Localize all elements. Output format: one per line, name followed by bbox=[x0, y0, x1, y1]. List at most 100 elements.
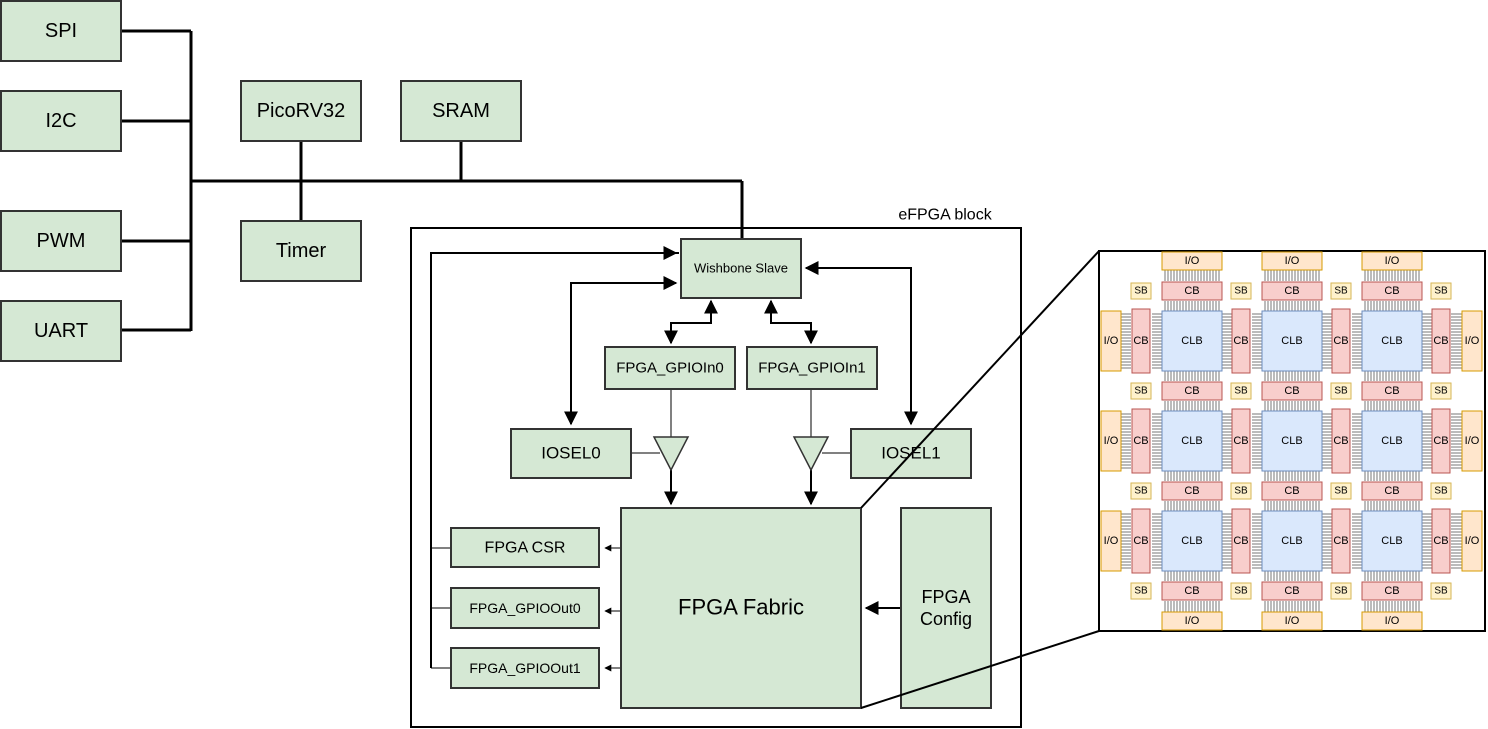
cb-tile bbox=[1261, 481, 1323, 501]
io-label: I/O bbox=[1465, 335, 1480, 347]
sb-tile bbox=[1230, 582, 1252, 600]
clb-tile bbox=[1361, 310, 1423, 372]
clb-label: CLB bbox=[1181, 335, 1202, 347]
cpu-block: PicoRV32 bbox=[240, 80, 362, 142]
gpio-in1-label: FPGA_GPIOIn1 bbox=[758, 360, 866, 377]
pwm-label: PWM bbox=[37, 230, 86, 252]
io-label: I/O bbox=[1285, 615, 1300, 627]
cb-tile bbox=[1331, 308, 1351, 374]
cb-tile bbox=[1361, 281, 1423, 301]
sb-tile bbox=[1430, 482, 1452, 500]
cb-tile bbox=[1331, 408, 1351, 474]
fabric-label: FPGA Fabric bbox=[678, 595, 804, 620]
sb-label: SB bbox=[1234, 286, 1248, 297]
cb-label: CB bbox=[1133, 335, 1148, 347]
cb-tile bbox=[1161, 481, 1223, 501]
cb-label: CB bbox=[1433, 335, 1448, 347]
io-pad bbox=[1100, 410, 1122, 472]
sb-tile bbox=[1130, 282, 1152, 300]
clb-tile bbox=[1161, 410, 1223, 472]
sb-label: SB bbox=[1434, 386, 1448, 397]
config-label-line1: FPGA bbox=[921, 587, 970, 607]
sb-tile bbox=[1230, 482, 1252, 500]
efpga-wiring bbox=[430, 246, 918, 672]
cb-label: CB bbox=[1333, 335, 1348, 347]
cb-label: CB bbox=[1433, 435, 1448, 447]
spi-block: SPI bbox=[0, 0, 122, 62]
io-label: I/O bbox=[1104, 535, 1119, 547]
clb-label: CLB bbox=[1381, 435, 1402, 447]
sb-label: SB bbox=[1234, 586, 1248, 597]
sb-tile bbox=[1330, 382, 1352, 400]
uart-label: UART bbox=[34, 320, 88, 342]
sb-tile bbox=[1430, 382, 1452, 400]
cb-label: CB bbox=[1233, 335, 1248, 347]
io-label: I/O bbox=[1385, 255, 1400, 267]
zoom-lines bbox=[860, 250, 1100, 709]
clb-tile bbox=[1261, 510, 1323, 572]
timer-label: Timer bbox=[276, 240, 327, 262]
clb-tile bbox=[1161, 310, 1223, 372]
gpio-out1-block: FPGA_GPIOOut1 bbox=[450, 647, 600, 689]
cb-tile bbox=[1361, 581, 1423, 601]
cb-tile bbox=[1231, 508, 1251, 574]
sb-tile bbox=[1230, 282, 1252, 300]
sb-tile bbox=[1330, 282, 1352, 300]
sb-label: SB bbox=[1134, 386, 1148, 397]
cb-tile bbox=[1131, 508, 1151, 574]
clb-tile bbox=[1161, 510, 1223, 572]
sb-label: SB bbox=[1334, 386, 1348, 397]
sb-tile bbox=[1130, 482, 1152, 500]
cb-tile bbox=[1261, 581, 1323, 601]
wishbone-slave-block: Wishbone Slave bbox=[680, 238, 802, 299]
cpu-label: PicoRV32 bbox=[257, 100, 346, 122]
io-label: I/O bbox=[1104, 335, 1119, 347]
sb-tile bbox=[1330, 582, 1352, 600]
sb-tile bbox=[1430, 582, 1452, 600]
io-label: I/O bbox=[1185, 615, 1200, 627]
cb-tile bbox=[1431, 308, 1451, 374]
clb-tile bbox=[1361, 410, 1423, 472]
cb-label: CB bbox=[1284, 585, 1299, 597]
gpio-out0-label: FPGA_GPIOOut0 bbox=[469, 600, 580, 616]
clb-tile bbox=[1261, 410, 1323, 472]
efpga-title: eFPGA block bbox=[898, 207, 992, 224]
sb-tile bbox=[1330, 482, 1352, 500]
i2c-block: I2C bbox=[0, 90, 122, 152]
cb-tile bbox=[1431, 408, 1451, 474]
io-pad bbox=[1161, 611, 1223, 631]
sb-label: SB bbox=[1234, 386, 1248, 397]
cb-tile bbox=[1361, 481, 1423, 501]
clb-label: CLB bbox=[1281, 435, 1302, 447]
fabric-block: FPGA Fabric bbox=[620, 507, 862, 709]
io-pad bbox=[1100, 310, 1122, 372]
i2c-label: I2C bbox=[45, 110, 76, 132]
clb-label: CLB bbox=[1181, 435, 1202, 447]
cb-tile bbox=[1231, 308, 1251, 374]
cb-label: CB bbox=[1384, 585, 1399, 597]
io-label: I/O bbox=[1104, 435, 1119, 447]
io-pad bbox=[1261, 251, 1323, 271]
sram-block: SRAM bbox=[400, 80, 522, 142]
cb-label: CB bbox=[1284, 285, 1299, 297]
io-pad bbox=[1461, 510, 1483, 572]
cb-tile bbox=[1331, 508, 1351, 574]
fabric-detail: CLBCLBCLBCLBCLBCLBCLBCLBCLBCBCBCBCBCBCBC… bbox=[1098, 250, 1486, 632]
sb-label: SB bbox=[1334, 486, 1348, 497]
io-pad bbox=[1161, 251, 1223, 271]
io-pad bbox=[1361, 611, 1423, 631]
io-pad bbox=[1461, 410, 1483, 472]
cb-label: CB bbox=[1233, 535, 1248, 547]
clb-label: CLB bbox=[1181, 535, 1202, 547]
sram-label: SRAM bbox=[432, 100, 490, 122]
clb-label: CLB bbox=[1381, 535, 1402, 547]
csr-label: FPGA CSR bbox=[485, 540, 566, 557]
sb-label: SB bbox=[1334, 286, 1348, 297]
cb-tile bbox=[1161, 581, 1223, 601]
cb-label: CB bbox=[1384, 385, 1399, 397]
cb-label: CB bbox=[1284, 485, 1299, 497]
sb-label: SB bbox=[1334, 586, 1348, 597]
buffer-0 bbox=[652, 436, 690, 472]
pwm-block: PWM bbox=[0, 210, 122, 272]
